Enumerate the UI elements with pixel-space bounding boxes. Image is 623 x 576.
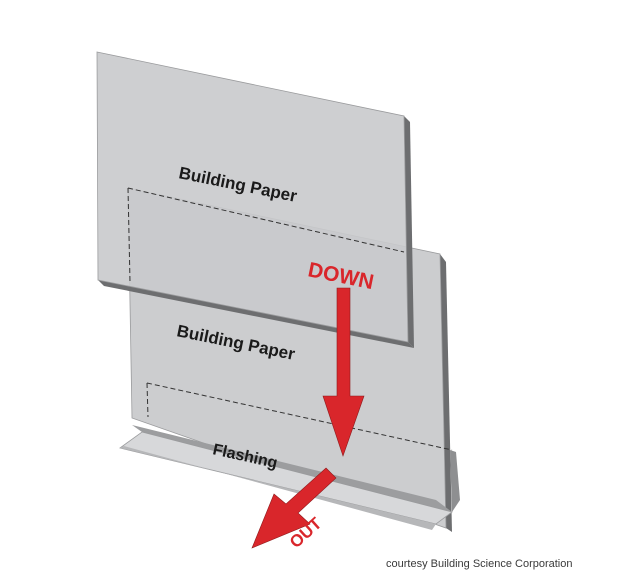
down-arrow <box>322 287 365 457</box>
flashing-top-flange <box>132 425 452 512</box>
lower-paper-edge <box>440 254 452 532</box>
flashing <box>119 425 460 530</box>
flashing-hidden-edge <box>146 382 453 451</box>
down-arrow-shape <box>322 287 365 457</box>
upper-paper-edge <box>404 116 414 348</box>
out-arrow <box>251 467 337 549</box>
credit-text: courtesy Building Science Corporation <box>386 558 573 570</box>
lower-paper-hidden-edge <box>127 187 405 253</box>
flashing-lip <box>120 446 436 530</box>
upper-paper-face <box>96 51 409 343</box>
out-arrow-shape <box>251 467 337 549</box>
upper-building-paper <box>96 51 414 348</box>
upper-paper-bottom-edge <box>98 280 414 348</box>
flashing-hidden-edge-left <box>146 382 149 418</box>
flashing-vertical-leg <box>450 450 460 512</box>
